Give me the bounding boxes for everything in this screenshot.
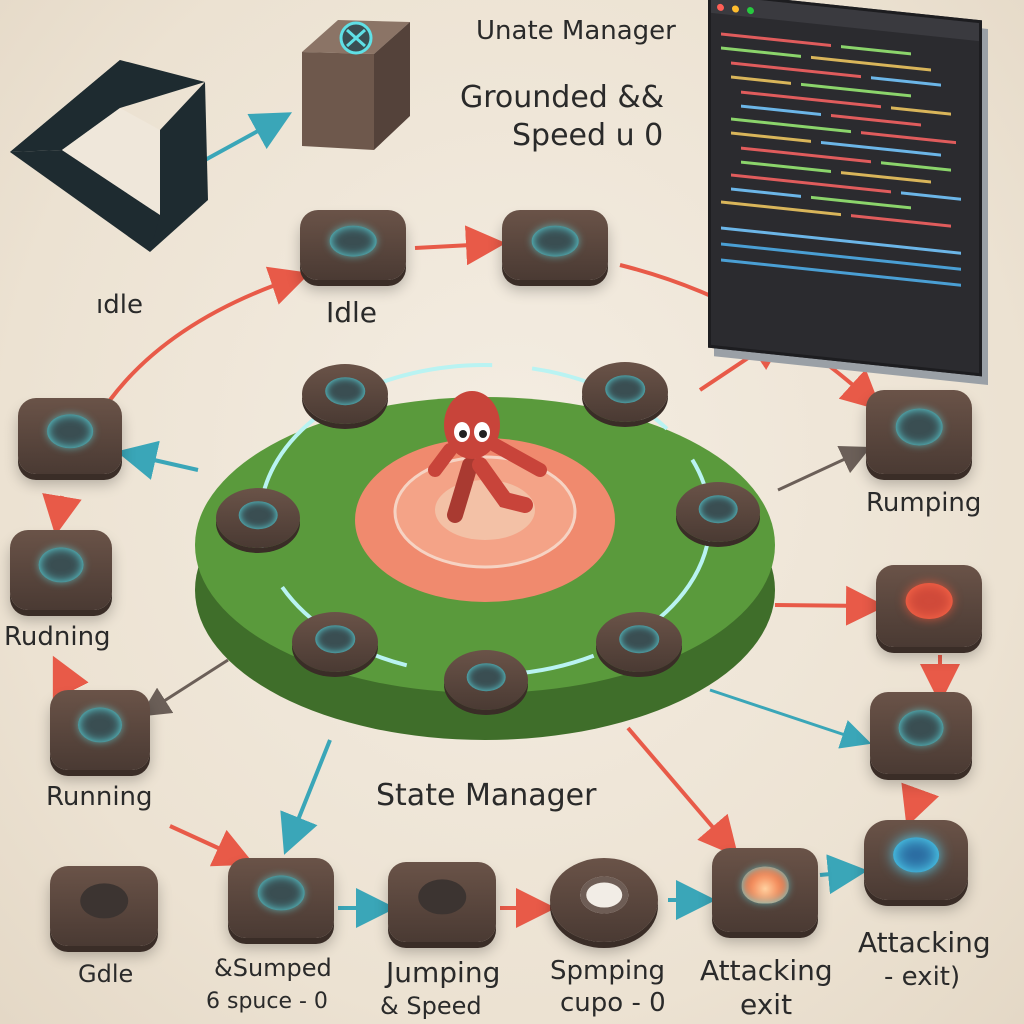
label-attacking-2: - exit): [884, 962, 961, 992]
code-lines: [721, 32, 961, 287]
arrow-running-to-bottom: [169, 824, 255, 867]
condition-line-2: Speed u 0: [512, 118, 664, 153]
node-jumping[interactable]: [388, 862, 496, 942]
node-top-right[interactable]: [502, 210, 608, 280]
label-attacking-1: Attacking: [858, 926, 991, 959]
arrow-platform-to-bottom: [280, 739, 332, 855]
node-icon: [238, 501, 278, 529]
node-icon: [38, 547, 84, 583]
platform-node-top-left[interactable]: [302, 364, 388, 424]
arrow-bottom-4: [819, 854, 868, 895]
arrow-idle-to-node: [414, 225, 506, 266]
label-rudning: Rudning: [4, 622, 111, 652]
label-jumping-1: Jumping: [386, 956, 501, 989]
label-attacking-exit-1: Attacking: [700, 954, 833, 987]
node-icon: [898, 710, 944, 747]
condition-line-1: Grounded &&: [460, 80, 665, 115]
label-spmping-2: cupo - 0: [560, 988, 666, 1018]
arrow-platform-to-fire: [626, 726, 739, 858]
label-rumping: Rumping: [866, 488, 982, 518]
arrow-platform-to-left: [116, 440, 199, 480]
node-icon: [80, 883, 128, 919]
label-top-idle: Idle: [326, 296, 378, 329]
node-left-2[interactable]: [10, 530, 112, 610]
node-icon: [257, 875, 305, 911]
node-icon: [619, 625, 659, 653]
label-state-manager: State Manager: [376, 778, 597, 813]
platform-node-left[interactable]: [216, 488, 300, 548]
node-right-3[interactable]: [870, 692, 972, 774]
platform-node-top-right[interactable]: [582, 362, 668, 422]
arrow-platform-to-right3: [709, 688, 872, 749]
node-sumped[interactable]: [228, 858, 334, 938]
node-icon: [325, 377, 365, 405]
label-sumped-2: 6 spuce - 0: [206, 989, 328, 1014]
label-running: Running: [46, 782, 153, 812]
node-icon: [315, 625, 355, 653]
node-icon: [895, 408, 943, 446]
node-rumping[interactable]: [866, 390, 972, 474]
label-sumped-1: &Sumped: [214, 954, 332, 982]
node-icon: [418, 879, 466, 915]
node-right-red[interactable]: [876, 565, 982, 647]
node-attacking[interactable]: [864, 820, 968, 900]
platform-node-right[interactable]: [676, 482, 760, 542]
node-gdle[interactable]: [50, 866, 158, 946]
arrow-left-up: [52, 655, 89, 701]
code-window-icon: [708, 0, 982, 377]
header-title: Unate Manager: [476, 16, 676, 46]
label-jumping-2: & Speed: [380, 992, 482, 1020]
arrow-logo-to-cube: [204, 112, 293, 162]
platform-node-bottom[interactable]: [444, 650, 528, 710]
node-spmping[interactable]: [550, 858, 658, 942]
node-left-1[interactable]: [18, 398, 122, 474]
node-attacking-exit[interactable]: [712, 848, 818, 932]
node-icon: [698, 495, 738, 523]
fire-icon: [741, 866, 789, 904]
node-icon: [78, 707, 122, 743]
arrow-right-down2: [901, 782, 939, 828]
arrow-left-to-idle: [108, 266, 311, 402]
node-idle-top[interactable]: [300, 210, 406, 280]
node-icon: [47, 414, 93, 449]
node-icon: [605, 375, 645, 403]
label-attacking-exit-2: exit: [740, 988, 793, 1021]
node-icon: [893, 837, 939, 873]
node-icon: [580, 876, 628, 914]
node-icon: [466, 663, 506, 691]
node-icon: [329, 225, 377, 257]
node-left-3[interactable]: [50, 690, 150, 770]
node-icon: [531, 225, 579, 257]
node-icon: [905, 583, 953, 620]
platform-node-bottom-right[interactable]: [596, 612, 682, 672]
label-spmping-1: Spmping: [550, 956, 666, 986]
platform-node-bottom-left[interactable]: [292, 612, 378, 672]
arrow-platform-to-right2: [777, 445, 871, 492]
arrow-platform-to-right: [774, 585, 886, 626]
label-gdle: Gdle: [78, 960, 134, 988]
arrow-left-down: [42, 493, 82, 536]
arrow-platform-to-running: [139, 658, 229, 717]
label-left-idle: ıdle: [96, 290, 143, 320]
